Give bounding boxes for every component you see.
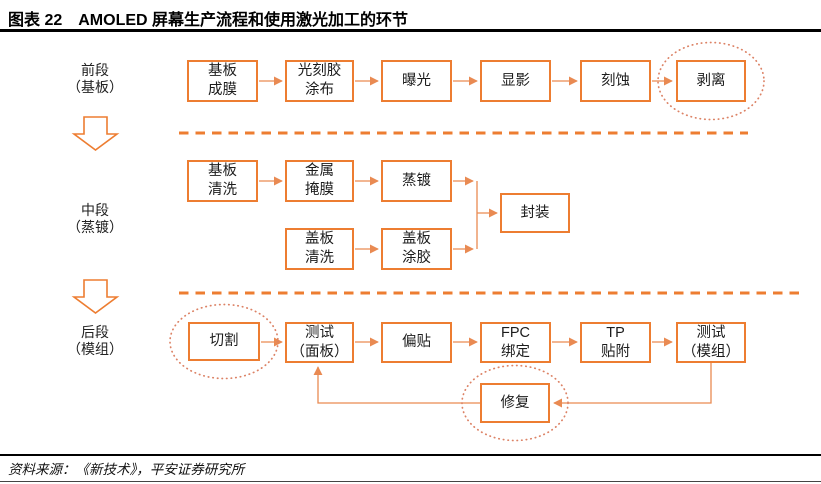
node-cover-gluing: 盖板 涂胶 (381, 228, 452, 270)
source-note: 资料来源：《新技术》，平安证券研究所 (8, 462, 245, 477)
stage-label-back: 后段 （模组） (67, 324, 123, 357)
node-tp-attachment: TP 贴附 (580, 322, 651, 363)
figure-footer: 资料来源：《新技术》，平安证券研究所 (8, 458, 244, 478)
node-substrate-cleaning: 基板 清洗 (187, 160, 258, 202)
figure-title: AMOLED 屏幕生产流程和使用激光加工的环节 (78, 12, 409, 29)
node-evaporation: 蒸镀 (381, 160, 452, 202)
laser-step-ellipse-cutting (169, 303, 279, 380)
node-development: 显影 (480, 60, 551, 102)
title-divider (0, 29, 821, 32)
node-photoresist-coating: 光刻胶 涂布 (285, 60, 354, 102)
node-lamination: 偏贴 (381, 322, 452, 363)
node-test-module: 测试 （模组） (676, 322, 746, 363)
stage-down-arrow-icon (71, 116, 120, 151)
node-cover-cleaning: 盖板 清洗 (285, 228, 354, 270)
footer-divider (0, 454, 821, 456)
node-substrate-film: 基板 成膜 (187, 60, 258, 102)
node-stripping: 剥离 (676, 60, 746, 102)
node-repair: 修复 (480, 383, 550, 423)
node-cutting: 切割 (188, 322, 260, 361)
feedback-arrow-to-panel-test (313, 366, 480, 404)
figure-header: 图表 22 AMOLED 屏幕生产流程和使用激光加工的环节 (8, 6, 408, 30)
node-exposure: 曝光 (381, 60, 452, 102)
stage-down-arrow-icon (71, 279, 120, 314)
node-fpc-bonding: FPC 绑定 (480, 322, 551, 363)
bottom-divider (0, 481, 821, 482)
laser-step-ellipse-repair (461, 364, 569, 442)
node-metal-mask: 金属 掩膜 (285, 160, 354, 202)
figure-tag: 图表 22 (8, 12, 63, 29)
laser-step-ellipse-stripping (657, 41, 765, 121)
node-encapsulation: 封装 (500, 193, 570, 233)
node-etching: 刻蚀 (580, 60, 651, 102)
stage-label-front: 前段 （基板） (67, 62, 123, 95)
feedback-arrow-to-repair (553, 363, 712, 408)
node-test-panel: 测试 （面板） (285, 322, 354, 363)
stage-label-middle: 中段 （蒸镀） (67, 202, 123, 235)
